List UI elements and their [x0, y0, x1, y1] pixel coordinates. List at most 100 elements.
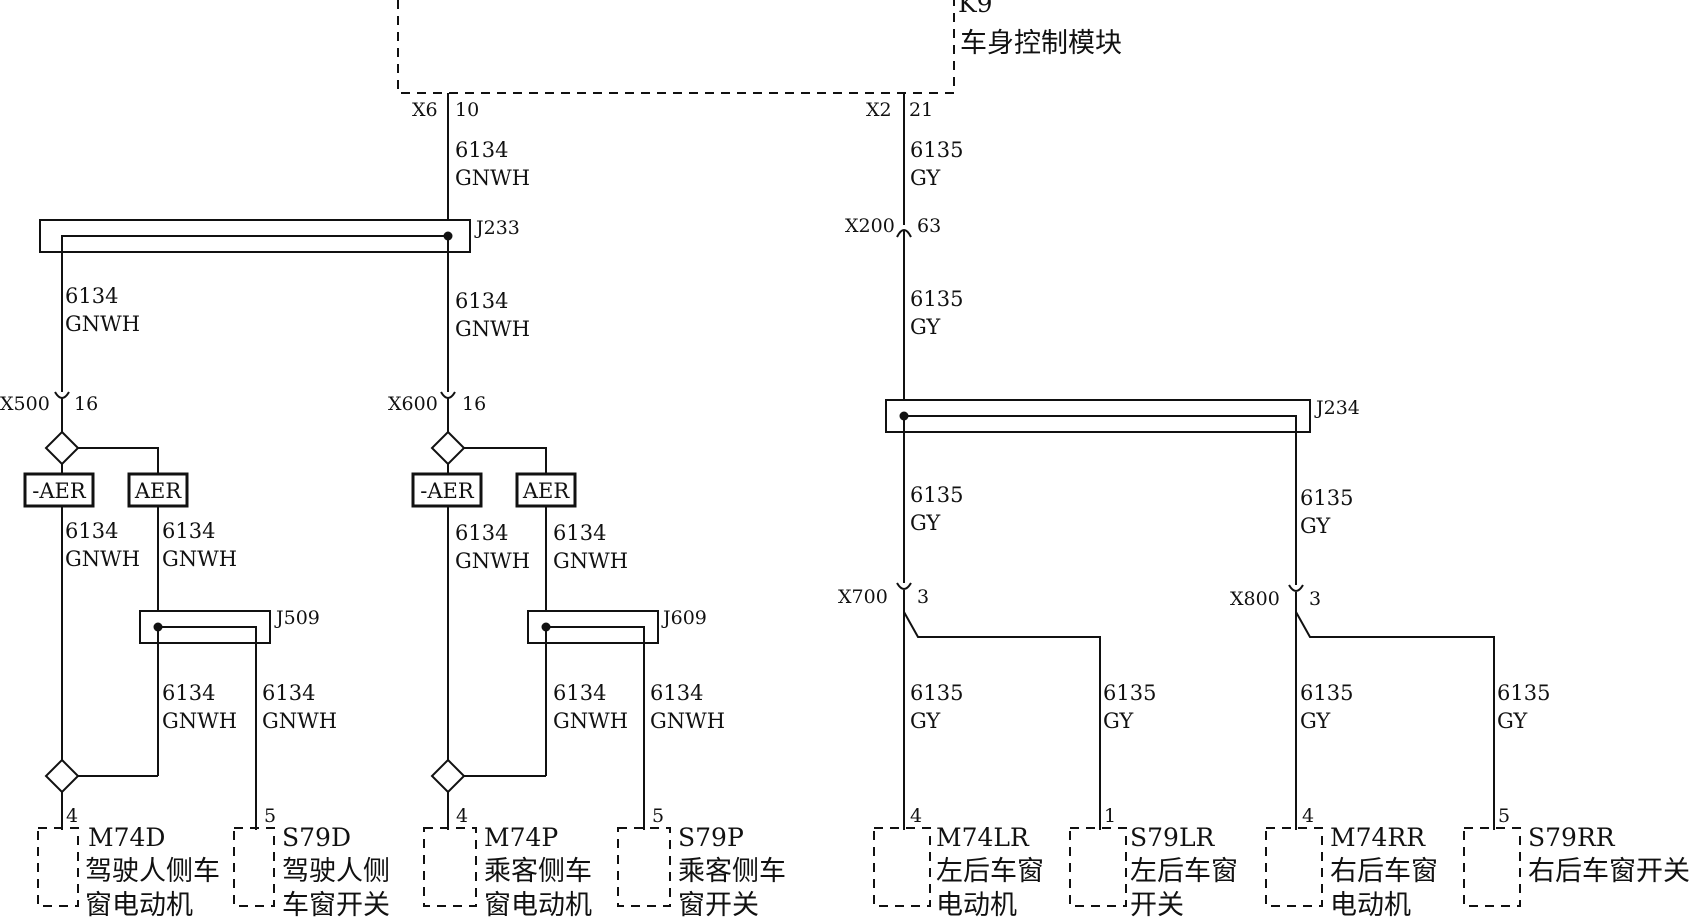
component-outline: [617, 827, 671, 907]
wire-label-color: GNWH: [650, 709, 725, 733]
pin-x6-connector: X6: [412, 99, 438, 121]
module-outline: [397, 0, 955, 94]
component-pin: 4: [1302, 805, 1314, 827]
component-m74p: 4 M74P 乘客侧车 窗电动机: [423, 805, 592, 921]
component-name-line1: 乘客侧车: [484, 856, 592, 887]
wire-label-color: GNWH: [553, 709, 628, 733]
component-name-line2: 窗电动机: [85, 890, 193, 921]
wire-label-number: 6134: [162, 519, 215, 543]
connector-x500-pin: 16: [74, 393, 98, 415]
wire-label-number: 6134: [455, 138, 508, 162]
wire-label-color: GY: [910, 709, 941, 733]
component-name-line1: 右后车窗开关: [1528, 856, 1690, 887]
option-aer-box: [515, 472, 577, 508]
wire-label-color: GNWH: [455, 549, 530, 573]
component-outline: [1463, 827, 1521, 907]
component-m74lr: 4 M74LR 左后车窗 电动机: [873, 805, 1044, 921]
component-s79rr: 5 S79RR 右后车窗开关: [1463, 805, 1690, 907]
component-name-line1: 右后车窗: [1330, 856, 1438, 887]
module-name: 车身控制模块: [960, 28, 1122, 59]
connector-x200-label: X200: [845, 215, 895, 237]
wire-label-color: GNWH: [65, 547, 140, 571]
wire-label-color: GNWH: [455, 166, 530, 190]
option-no-aer: -AER: [32, 479, 87, 503]
component-name-line1: 乘客侧车: [678, 856, 786, 887]
splice-label-j234: J234: [1314, 397, 1360, 419]
splice-label-j509: J509: [274, 607, 320, 629]
wire-label-number: 6135: [910, 483, 963, 507]
connector-x600-pin: 16: [462, 393, 486, 415]
connector-x500-symbol: [54, 391, 70, 399]
connector-x200-pin: 63: [917, 215, 941, 237]
component-pin: 4: [910, 805, 922, 827]
component-pin: 5: [264, 805, 276, 827]
connector-x700-symbol: [896, 582, 912, 590]
component-pin: 1: [1104, 805, 1116, 827]
wire-label-number: 6135: [1300, 486, 1353, 510]
option-diamond: [430, 430, 466, 466]
wire-label-color: GY: [1103, 709, 1134, 733]
option-aer: AER: [522, 479, 570, 503]
wire-label-number: 6134: [553, 521, 606, 545]
component-id: M74LR: [936, 823, 1030, 852]
component-pin: 5: [1498, 805, 1510, 827]
pin-x2-number: 21: [909, 99, 933, 121]
connector-x700-pin: 3: [917, 586, 929, 608]
component-outline: [1069, 827, 1127, 907]
wire-label-number: 6135: [1103, 681, 1156, 705]
wire-label-color: GY: [910, 315, 941, 339]
wire-label-color: GNWH: [455, 317, 530, 341]
splice-node: [899, 411, 909, 421]
component-id: S79LR: [1130, 823, 1216, 852]
module-id: K9: [958, 0, 993, 18]
wire-segment: [1295, 611, 1495, 830]
component-s79p: 5 S79P 乘客侧车 窗开关: [617, 805, 786, 921]
body-control-module: K9 车身控制模块: [397, 0, 1122, 94]
splice-j234-bar: [903, 415, 1297, 436]
component-m74rr: 4 M74RR 右后车窗 电动机: [1265, 805, 1438, 921]
wire-label-color: GY: [1300, 709, 1331, 733]
wire-label-number: 6135: [1497, 681, 1550, 705]
wire-label-number: 6134: [455, 289, 508, 313]
splice-node: [153, 622, 163, 632]
connector-x800-symbol: [1288, 584, 1304, 592]
component-outline: [37, 827, 79, 907]
option-diamond: [44, 430, 80, 466]
pin-x2-connector: X2: [866, 99, 892, 121]
wire-segment: [903, 611, 1101, 830]
wire-label-number: 6135: [910, 287, 963, 311]
component-name-line2: 开关: [1130, 890, 1184, 921]
option-diamond: [430, 758, 466, 794]
connector-x800-pin: 3: [1309, 588, 1321, 610]
component-id: M74P: [484, 823, 558, 852]
wire-label-color: GNWH: [262, 709, 337, 733]
splice-label-j609: J609: [661, 607, 707, 629]
component-outline: [1265, 827, 1323, 907]
wire-label-color: GNWH: [162, 547, 237, 571]
connector-x800-label: X800: [1230, 588, 1280, 610]
component-name-line2: 窗开关: [678, 890, 759, 921]
component-outline: [423, 827, 477, 907]
component-id: S79D: [282, 823, 351, 852]
wire-label-number: 6135: [910, 138, 963, 162]
wire-label-color: GY: [910, 511, 941, 535]
wire-label-number: 6134: [65, 519, 118, 543]
connector-x600-symbol: [440, 391, 456, 399]
component-name-line1: 驾驶人侧: [282, 856, 390, 887]
wire-label-number: 6134: [262, 681, 315, 705]
wire-segment: [78, 447, 159, 474]
pin-x6-number: 10: [455, 99, 479, 121]
option-no-aer-box: [23, 472, 95, 508]
component-id: S79P: [678, 823, 744, 852]
component-pin: 5: [652, 805, 664, 827]
component-name-line1: 左后车窗: [936, 856, 1044, 887]
wire-label-number: 6135: [910, 681, 963, 705]
wire-label-color: GY: [1497, 709, 1528, 733]
component-name-line2: 窗电动机: [484, 890, 592, 921]
component-name-line1: 左后车窗: [1130, 856, 1238, 887]
splice-j233-bar: [61, 235, 449, 262]
splice-j609-bar: [545, 626, 645, 646]
wire-label-number: 6134: [650, 681, 703, 705]
option-no-aer: -AER: [420, 479, 475, 503]
